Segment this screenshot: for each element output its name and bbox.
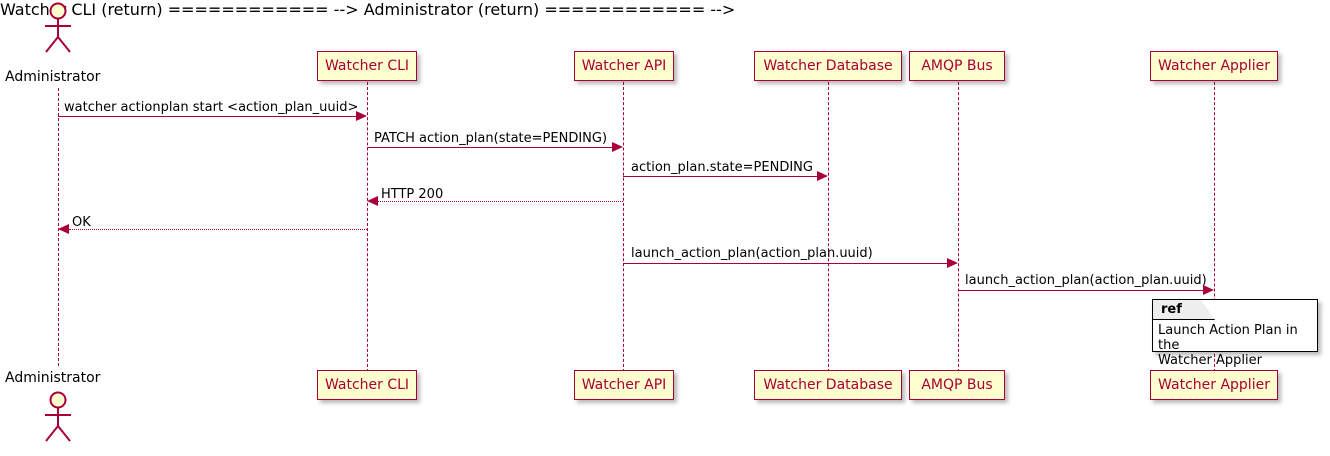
- message-line-m5: [69, 229, 367, 230]
- participant-label-watcher-database-bottom: Watcher Database: [763, 377, 893, 393]
- message-label-m7: launch_action_plan(action_plan.uuid): [965, 273, 1207, 288]
- participant-box-watcher-cli-top[interactable]: Watcher CLI: [317, 51, 417, 81]
- ref-fragment-body: Launch Action Plan in the Watcher Applie…: [1158, 323, 1298, 368]
- message-label-m3: action_plan.state=PENDING: [631, 160, 813, 175]
- participant-label-watcher-applier-top: Watcher Applier: [1158, 58, 1270, 74]
- actor-administrator-bottom: [45, 391, 71, 442]
- message-arrowhead-m5: [58, 224, 69, 234]
- participant-label-watcher-database-top: Watcher Database: [763, 58, 893, 74]
- ref-fragment-box[interactable]: ref Launch Action Plan in the Watcher Ap…: [1152, 299, 1318, 368]
- message-label-m5: OK: [72, 215, 91, 230]
- message-arrowhead-m6: [947, 258, 958, 268]
- message-line-m6: [623, 263, 947, 264]
- message-label-m2: PATCH action_plan(state=PENDING): [374, 131, 608, 146]
- lifeline-watcher-database: [828, 82, 829, 372]
- participant-label-watcher-api-bottom: Watcher API: [581, 377, 667, 393]
- message-arrowhead-m1: [356, 111, 367, 121]
- participant-box-watcher-cli-bottom[interactable]: Watcher CLI: [317, 370, 417, 400]
- message-label-m6: launch_action_plan(action_plan.uuid): [631, 246, 873, 261]
- message-arrowhead-m4: [367, 196, 378, 206]
- actor-administrator-top: [45, 2, 71, 53]
- participant-box-watcher-api-bottom[interactable]: Watcher API: [574, 370, 674, 400]
- message-line-m3: [623, 176, 817, 177]
- message-arrowhead-m3: [817, 171, 828, 181]
- message-label-m1: watcher actionplan start <action_plan_uu…: [64, 100, 359, 115]
- participant-box-amqp-bus-bottom[interactable]: AMQP Bus: [909, 370, 1005, 400]
- lifeline-watcher-cli: [367, 82, 368, 372]
- participant-label-watcher-cli-top: Watcher CLI: [324, 58, 410, 74]
- message-line-m2: [367, 147, 612, 148]
- message-line-m7: [958, 290, 1203, 291]
- participant-box-watcher-applier-top[interactable]: Watcher Applier: [1150, 51, 1278, 81]
- message-line-m4: [378, 201, 623, 202]
- lifeline-watcher-api: [623, 82, 624, 372]
- participant-box-watcher-database-bottom[interactable]: Watcher Database: [754, 370, 902, 400]
- message-arrowhead-m2: [612, 142, 623, 152]
- participant-label-watcher-api-top: Watcher API: [581, 58, 667, 74]
- participant-label-watcher-cli-bottom: Watcher CLI: [324, 377, 410, 393]
- participant-label-watcher-applier-bottom: Watcher Applier: [1158, 377, 1270, 393]
- participant-box-watcher-database-top[interactable]: Watcher Database: [754, 51, 902, 81]
- lifeline-amqp-bus: [958, 82, 959, 372]
- participant-label-amqp-bus-top: AMQP Bus: [921, 58, 993, 74]
- participant-box-watcher-applier-bottom[interactable]: Watcher Applier: [1150, 370, 1278, 400]
- actor-label-administrator-bottom: Administrator: [5, 370, 101, 386]
- actor-label-administrator-top: Administrator: [5, 69, 101, 85]
- message-arrowhead-m7: [1203, 285, 1214, 295]
- lifeline-watcher-applier: [1214, 82, 1215, 372]
- message-label-m4: HTTP 200: [381, 187, 444, 202]
- message-line-m1: [58, 116, 356, 117]
- participant-box-watcher-api-top[interactable]: Watcher API: [574, 51, 674, 81]
- participant-box-amqp-bus-top[interactable]: AMQP Bus: [909, 51, 1005, 81]
- participant-label-amqp-bus-bottom: AMQP Bus: [921, 377, 993, 393]
- ref-fragment-fold-icon: [1201, 300, 1215, 320]
